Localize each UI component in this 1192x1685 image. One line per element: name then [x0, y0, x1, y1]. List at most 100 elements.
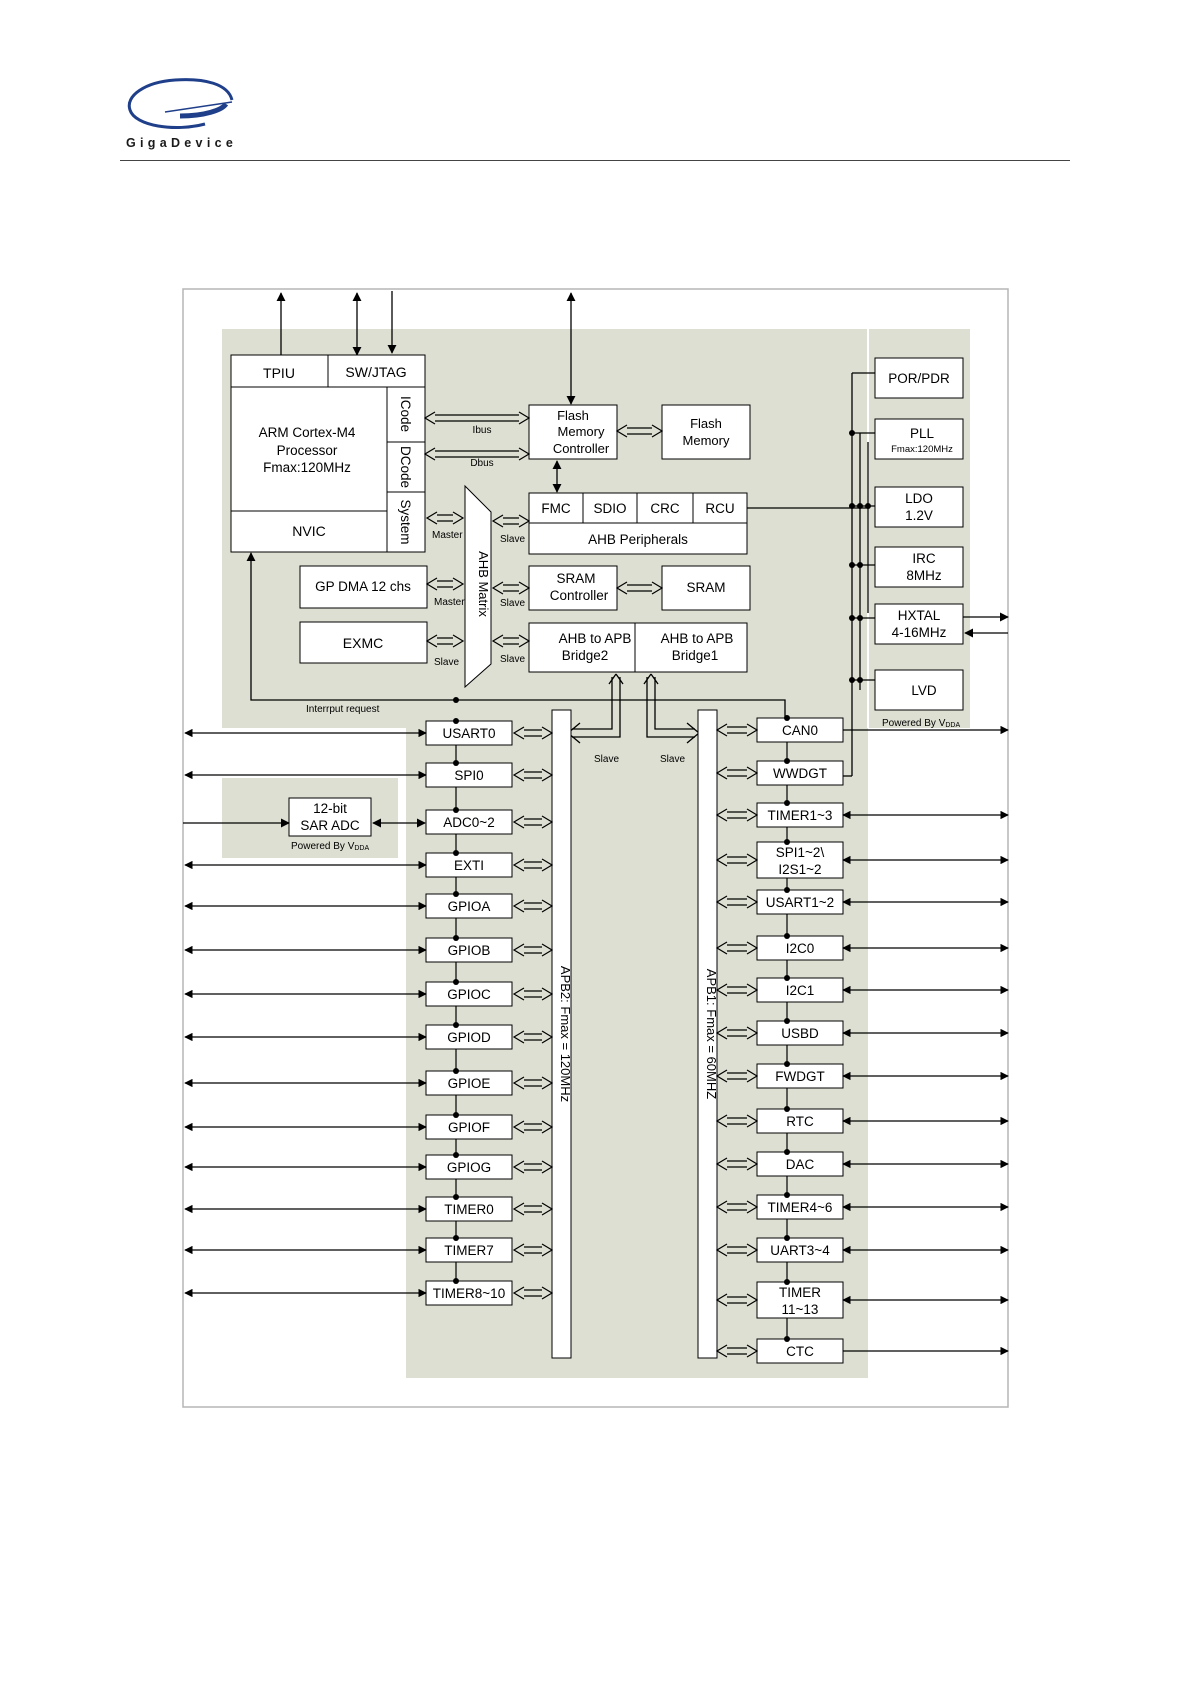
swjtag-label: SW/JTAG: [345, 364, 406, 380]
apb1-peripheral-label: RTC: [786, 1114, 814, 1129]
apb1-peripheral-timer1-3: TIMER1~3: [756, 802, 844, 828]
header-rule: [120, 160, 1070, 161]
apb2-bus: [551, 709, 572, 1359]
apb1-peripheral-i2c1: I2C1: [756, 977, 844, 1003]
lvd-block: [874, 669, 964, 711]
apb1-peripheral-uart3-4: UART3~4: [756, 1237, 844, 1263]
apb1-peripheral-label: WWDGT: [773, 766, 827, 781]
sram-controller-block: [528, 565, 618, 611]
flash-controller-line3: Controller: [553, 441, 610, 456]
ibus-label: Ibus: [473, 425, 492, 436]
apb2-peripheral-label: GPIOB: [448, 943, 491, 958]
apb1-peripheral-usbd: USBD: [756, 1020, 844, 1046]
tpiu-block: [230, 354, 329, 388]
apb2-peripheral-label: USART0: [442, 726, 495, 741]
apb1-peripheral-i2c0: I2C0: [756, 935, 844, 961]
apb1-peripheral-label: UART3~4: [770, 1243, 830, 1258]
ahb-peripherals-block: [528, 522, 748, 555]
apb1-peripheral-label: CAN0: [782, 723, 818, 738]
bridge1-line2: Bridge1: [672, 648, 719, 663]
apb2-peripheral-timer8-10: TIMER8~10: [425, 1280, 513, 1306]
apb1-peripheral-timer11-13: TIMER 11~13: [756, 1281, 844, 1319]
slave-label-apb2: Slave: [594, 754, 619, 765]
apb2-peripheral-label: EXTI: [454, 858, 484, 873]
hxtal-line1: HXTAL: [898, 608, 941, 623]
apb1-peripheral-label: DAC: [786, 1157, 815, 1172]
apb2-peripheral-label: GPIOD: [447, 1030, 491, 1045]
sdio-label: SDIO: [593, 501, 626, 516]
flash-memory-block: [661, 404, 751, 460]
fmc-label: FMC: [541, 501, 570, 516]
apb2-peripheral-label: SPI0: [454, 768, 483, 783]
apb1-peripheral-fwdgt: FWDGT: [756, 1063, 844, 1089]
system-port: [386, 491, 426, 553]
power-vdda-caption: Powered By VDDA: [882, 718, 960, 729]
apb1-peripheral-label: 11~13: [782, 1302, 819, 1317]
apb2-label: APB2: Fmax = 120MHz: [558, 966, 573, 1102]
bridge2-line1: AHB to APB: [559, 631, 632, 646]
apb2-peripheral-adc0-2: ADC0~2: [425, 809, 513, 835]
flash-controller-line2: Memory: [558, 424, 605, 439]
apb1-peripheral-can0: CAN0: [756, 717, 844, 743]
irc-block: [874, 546, 964, 588]
crc-label: CRC: [650, 501, 679, 516]
apb2-peripheral-timer0: TIMER0: [425, 1196, 513, 1222]
ldo-line1: LDO: [905, 491, 933, 506]
ldo-line2: 1.2V: [905, 508, 933, 523]
adc-vdda-caption: Powered By VDDA: [291, 841, 369, 852]
apb1-peripheral-wwdgt: WWDGT: [756, 760, 844, 786]
apb2-peripheral-gpioa: GPIOA: [425, 893, 513, 919]
apb1-peripheral-label: I2C0: [786, 941, 815, 956]
bridge1-block: [634, 622, 748, 673]
bridge2-block: [528, 622, 636, 673]
apb2-peripheral-gpiod: GPIOD: [425, 1024, 513, 1050]
apb1-peripheral-label: USART1~2: [766, 895, 834, 910]
por-pdr-block: [874, 357, 964, 399]
apb2-peripheral-label: TIMER8~10: [433, 1286, 505, 1301]
sar-adc-block: [288, 797, 372, 837]
apb1-peripheral-dac: DAC: [756, 1151, 844, 1177]
sram-label: SRAM: [686, 580, 725, 595]
flash-controller-block: [528, 404, 618, 460]
apb2-peripheral-gpioe: GPIOE: [425, 1070, 513, 1096]
apb2-peripheral-label: GPIOC: [447, 987, 491, 1002]
apb2-peripheral-label: GPIOA: [448, 899, 491, 914]
apb1-peripheral-label: TIMER1~3: [768, 808, 833, 823]
ldo-block: [874, 486, 964, 528]
apb1-label: APB1: Fmax = 60MHZ: [704, 969, 719, 1099]
tpiu-label: TPIU: [263, 365, 295, 381]
rcu-label: RCU: [705, 501, 734, 516]
apb2-peripheral-label: GPIOE: [448, 1076, 491, 1091]
ahb-peripherals-label: AHB Peripherals: [588, 532, 688, 547]
slave-label-exmc: Slave: [434, 657, 459, 668]
pll-label: PLL: [910, 426, 935, 441]
apb2-peripheral-gpiof: GPIOF: [425, 1114, 513, 1140]
apb2-peripheral-label: TIMER0: [444, 1202, 494, 1217]
apb2-peripheral-gpiog: GPIOG: [425, 1154, 513, 1180]
apb1-peripheral-label: CTC: [786, 1344, 814, 1359]
apb2-peripheral-label: GPIOF: [448, 1120, 490, 1135]
apb1-peripheral-label: TIMER: [779, 1285, 821, 1300]
gigadevice-logo-icon: [127, 78, 234, 130]
ahb-matrix: [464, 484, 492, 689]
apb1-peripheral-timer4-6: TIMER4~6: [756, 1194, 844, 1220]
flash-controller-line1: Flash: [557, 408, 589, 423]
pll-freq-label: Fmax:120MHz: [891, 444, 953, 455]
apb2-peripheral-label: ADC0~2: [443, 815, 494, 830]
cpu-block: [230, 386, 388, 512]
apb1-peripheral-spi1-2-i2s1-2: SPI1~2\I2S1~2: [756, 841, 844, 879]
icode-port: [386, 386, 426, 443]
nvic-block: [230, 510, 388, 553]
master-label-dma: Master: [434, 597, 465, 608]
cpu-label-line3: Fmax:120MHz: [263, 460, 351, 475]
bridge1-line1: AHB to APB: [661, 631, 734, 646]
flash-memory-line1: Flash: [690, 416, 722, 431]
slave-label-ahbp: Slave: [500, 534, 525, 545]
interrupt-request-line: [246, 552, 786, 718]
fmc-block: [528, 492, 584, 524]
brand-name: GigaDevice: [126, 136, 238, 150]
swjtag-block: [327, 354, 426, 388]
master-label-system: Master: [432, 530, 463, 541]
cpu-label-line2: Processor: [277, 443, 338, 458]
